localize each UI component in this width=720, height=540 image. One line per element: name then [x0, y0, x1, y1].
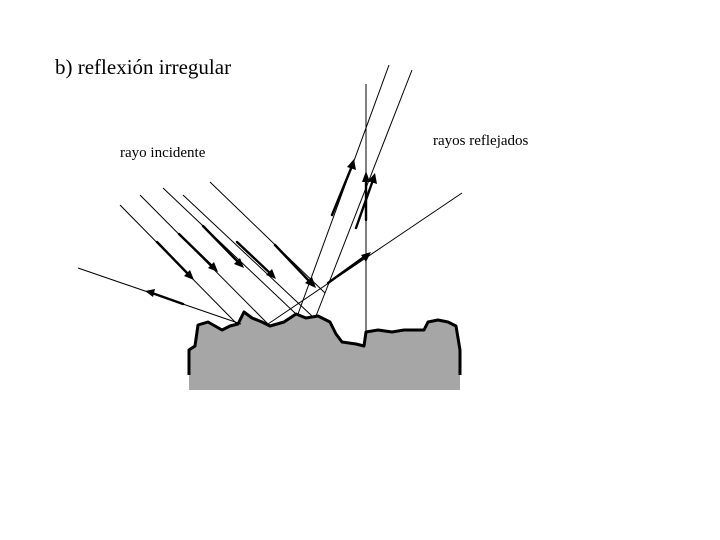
arrowhead-icon [145, 289, 155, 297]
arrowhead-icon [305, 277, 316, 288]
incident-arrow-shaft [201, 224, 242, 266]
rough-surface [189, 312, 460, 390]
arrowhead-icon [184, 270, 194, 280]
reflected-arrow-shaft [326, 255, 366, 285]
arrowhead-icon [208, 262, 218, 272]
incident-arrow-shaft [177, 232, 216, 270]
incident-arrow-shaft [155, 240, 192, 278]
diagram-title: b) reflexión irregular [55, 55, 232, 79]
arrowhead-icon [234, 258, 244, 268]
incident-ray [182, 194, 313, 317]
incident-arrow-shaft [235, 240, 274, 277]
arrowhead-icon [347, 159, 356, 170]
reflected-arrow-shaft [354, 178, 375, 230]
arrowhead-icon [266, 269, 276, 279]
incident-ray-label: rayo incidente [120, 145, 206, 161]
reflected-arrow-shaft [150, 291, 185, 306]
rough-surface-outline [187, 310, 462, 375]
reflected-ray [315, 69, 413, 317]
arrowhead-icon [362, 171, 370, 182]
arrowhead-icon [368, 173, 377, 184]
incident-ray [209, 181, 326, 294]
reflected-rays-label: rayos reflejados [433, 133, 529, 149]
incident-arrow-shaft [273, 243, 312, 284]
reflected-arrow-shaft [330, 164, 354, 217]
arrowhead-icon [361, 252, 371, 262]
incident-ray [162, 187, 297, 315]
